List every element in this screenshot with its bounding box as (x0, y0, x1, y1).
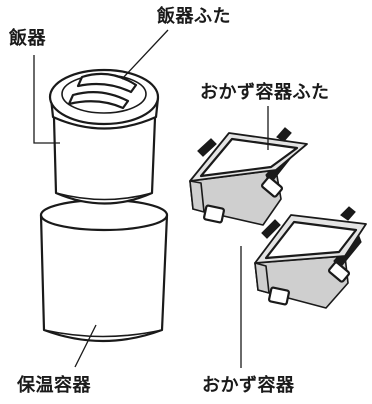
label-rice-bowl: 飯器 (9, 28, 46, 49)
label-side-dish-container: おかず容器 (202, 375, 295, 396)
leader-rice-bowl (33, 55, 60, 144)
rice-bowl-illustration (52, 116, 157, 205)
label-side-dish-lid: おかず容器ふた (200, 82, 330, 103)
leader-lines (33, 29, 269, 368)
side-dish-container-front (254, 206, 367, 309)
label-insulated-container: 保温容器 (17, 375, 91, 396)
leader-rice-bowl-lid (121, 29, 169, 80)
side-dish-container-back (189, 127, 308, 226)
insulated-container-illustration (39, 198, 169, 343)
leader-insulated-container (74, 324, 97, 368)
label-rice-bowl-lid: 飯器ふた (157, 6, 231, 27)
rice-bowl-lid-illustration (48, 68, 160, 130)
